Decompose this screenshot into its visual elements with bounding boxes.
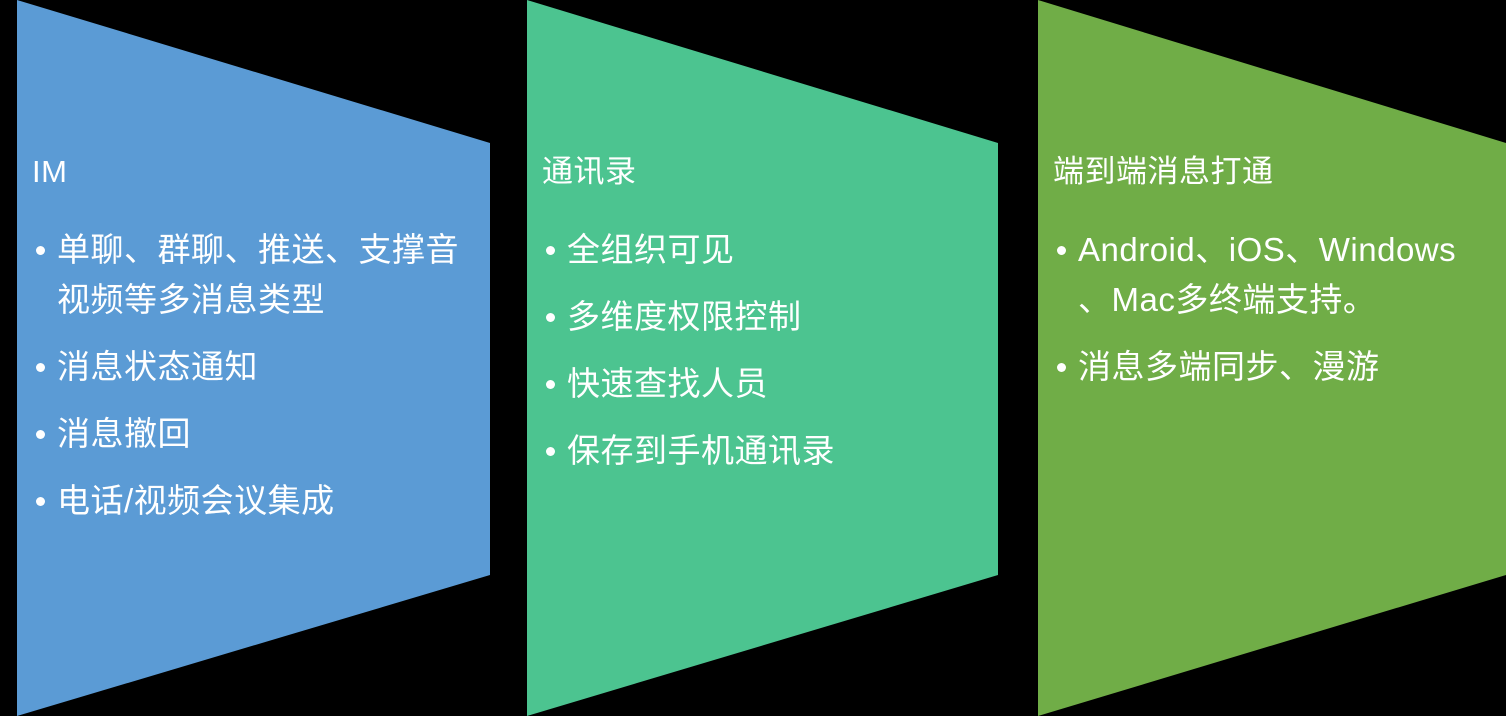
panel-end-to-end: 端到端消息打通 Android、iOS、Windows 、Mac多终端支持。 消… [1038, 0, 1506, 716]
bullet-icon [36, 246, 45, 255]
bullet-text: 电话/视频会议集成 [57, 482, 335, 519]
bullet-icon [546, 313, 555, 322]
bullet-text: 视频等多消息类型 [57, 281, 325, 318]
bullet-icon [36, 497, 45, 506]
panel-im: IM 单聊、群聊、推送、支撑音 视频等多消息类型 消息状态通知 消息撤回 [17, 0, 490, 716]
list-item: 单聊、群聊、推送、支撑音 视频等多消息类型 [32, 225, 488, 325]
bullet-text: 消息撤回 [57, 415, 191, 452]
bullet-text: 、Mac多终端支持。 [1078, 281, 1377, 318]
bullet-icon [1057, 246, 1066, 255]
list-item: 全组织可见 [542, 225, 996, 275]
bullet-icon [36, 430, 45, 439]
list-item: 电话/视频会议集成 [32, 476, 488, 526]
list-item: 保存到手机通讯录 [542, 426, 996, 476]
list-item: 消息撤回 [32, 409, 488, 459]
panel-contacts-content: 通讯录 全组织可见 多维度权限控制 快速查找人员 保存到手机通讯录 [527, 0, 998, 476]
feature-list: Android、iOS、Windows 、Mac多终端支持。 消息多端同步、漫游 [1053, 225, 1504, 392]
bullet-text: 消息多端同步、漫游 [1078, 348, 1380, 385]
bullet-icon [36, 363, 45, 372]
feature-list: 单聊、群聊、推送、支撑音 视频等多消息类型 消息状态通知 消息撤回 电话/视频会… [32, 225, 488, 526]
panel-end-to-end-content: 端到端消息打通 Android、iOS、Windows 、Mac多终端支持。 消… [1038, 0, 1506, 392]
bullet-text: 单聊、群聊、推送、支撑音 [57, 231, 459, 268]
panel-title: 通讯录 [542, 154, 637, 189]
bullet-text: 快速查找人员 [567, 365, 768, 402]
bullet-icon [1057, 363, 1066, 372]
panel-im-content: IM 单聊、群聊、推送、支撑音 视频等多消息类型 消息状态通知 消息撤回 [17, 0, 490, 526]
list-item: 多维度权限控制 [542, 292, 996, 342]
bullet-text: 消息状态通知 [57, 348, 258, 385]
bullet-text: 保存到手机通讯录 [567, 432, 835, 469]
bullet-text: Android、iOS、Windows [1078, 231, 1457, 268]
list-item: 快速查找人员 [542, 359, 996, 409]
list-item: Android、iOS、Windows 、Mac多终端支持。 [1053, 225, 1504, 325]
list-item: 消息多端同步、漫游 [1053, 342, 1504, 392]
bullet-text: 多维度权限控制 [567, 298, 802, 335]
list-item: 消息状态通知 [32, 342, 488, 392]
feature-list: 全组织可见 多维度权限控制 快速查找人员 保存到手机通讯录 [542, 225, 996, 476]
bullet-text: 全组织可见 [567, 231, 735, 268]
panel-title: IM [32, 154, 68, 189]
bullet-icon [546, 246, 555, 255]
panel-contacts: 通讯录 全组织可见 多维度权限控制 快速查找人员 保存到手机通讯录 [527, 0, 998, 716]
bullet-icon [546, 380, 555, 389]
panel-title: 端到端消息打通 [1053, 154, 1274, 189]
bullet-icon [546, 447, 555, 456]
